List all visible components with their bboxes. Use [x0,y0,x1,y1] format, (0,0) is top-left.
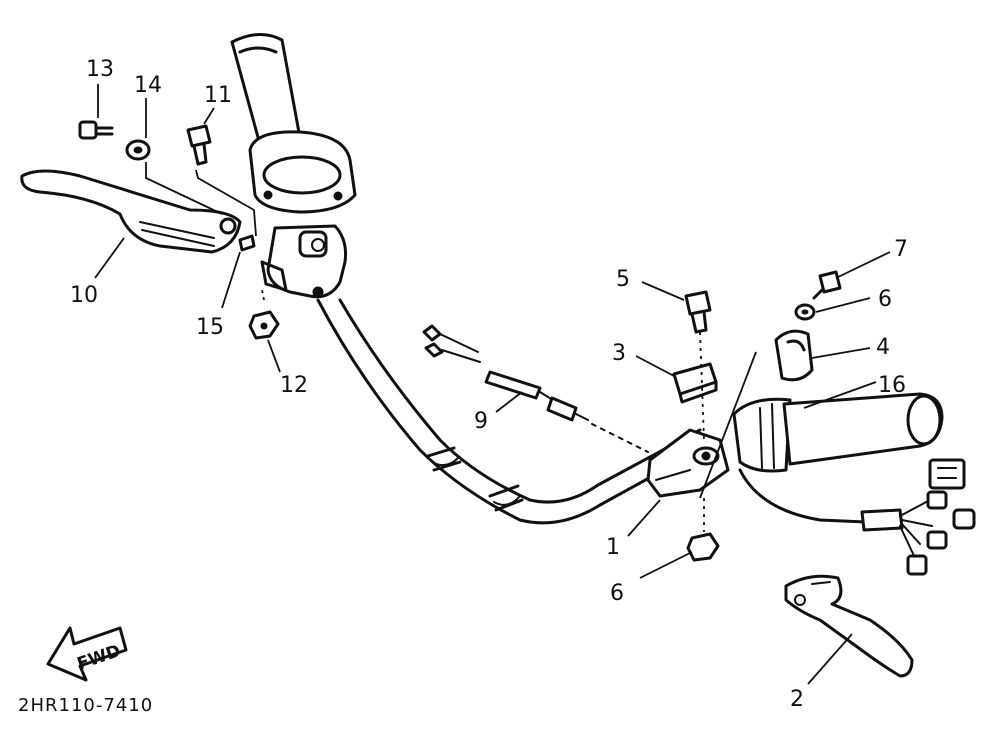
callout-11: 11 [204,83,232,108]
callout-15: 15 [196,315,224,340]
clutch-lever [784,574,914,678]
callout-2: 2 [790,687,804,712]
handlebar [316,298,702,525]
lever-clamp [774,329,814,382]
bolt-11 [186,124,212,166]
callout-9: 9 [474,409,488,434]
nut-12 [248,310,280,340]
collar-14 [125,139,151,161]
right-grip-throttle [230,33,357,214]
callout-5: 5 [616,267,630,292]
callout-16: 16 [878,373,906,398]
bolt-7 [812,270,842,300]
bolt-5 [684,290,712,441]
diagram-code: 2HR110-7410 [18,695,153,716]
callout-6-lower: 6 [610,581,624,606]
leader-lines [94,84,891,685]
collar-6-upper [794,303,816,321]
callout-13: 13 [86,57,114,82]
left-grip [732,392,944,473]
callout-labels: 13 14 11 10 15 12 9 5 3 7 6 4 16 1 6 2 [70,57,908,712]
wire-harness [422,324,649,453]
switch-wire-harness [738,458,976,576]
callout-12: 12 [280,373,308,398]
clutch-lever-holder [646,428,730,498]
brake-lever [20,169,242,254]
bolt-15 [238,234,256,252]
callout-1: 1 [606,535,620,560]
nut-6-lower [686,498,720,562]
bolt-13 [78,120,114,140]
brake-master-cylinder [260,224,347,299]
callout-7: 7 [894,237,908,262]
callout-6-upper: 6 [878,287,892,312]
callout-4: 4 [876,335,890,360]
fwd-arrow: FWD [46,626,128,682]
callout-14: 14 [134,73,162,98]
callout-10: 10 [70,283,98,308]
clutch-switch [672,362,718,404]
callout-3: 3 [612,341,626,366]
